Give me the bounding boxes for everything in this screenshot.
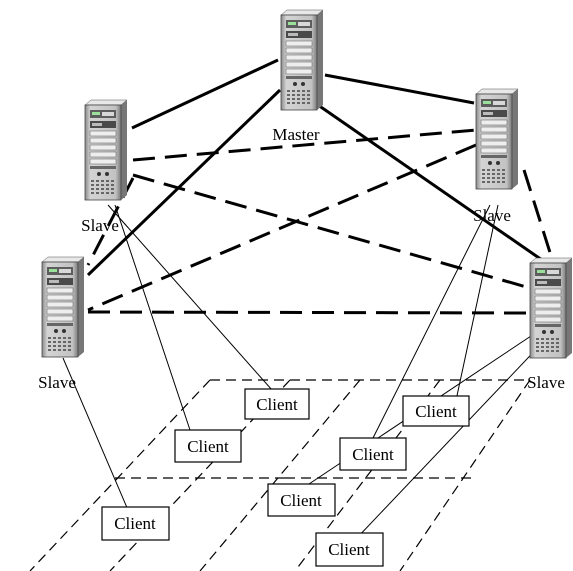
client-label: Client bbox=[280, 491, 322, 510]
slave-label-top-left: Slave bbox=[81, 216, 119, 235]
client-box: Client bbox=[315, 532, 384, 567]
client-box: Client bbox=[174, 429, 242, 463]
master-links bbox=[86, 58, 543, 277]
slave-server-left: Slave bbox=[38, 256, 85, 392]
slave-server-top-left: Slave bbox=[81, 99, 128, 235]
client-box: Client bbox=[339, 437, 407, 471]
client-plane-left bbox=[29, 379, 370, 571]
client-label: Client bbox=[352, 445, 394, 464]
client-label: Client bbox=[328, 540, 370, 559]
slave-server-right: Slave bbox=[527, 257, 573, 392]
client-box: Client bbox=[244, 388, 310, 420]
master-server: Master bbox=[272, 9, 324, 144]
client-label: Client bbox=[187, 437, 229, 456]
client-box: Client bbox=[267, 483, 336, 517]
slave-label-left: Slave bbox=[38, 373, 76, 392]
slave-server-top-right: Slave bbox=[473, 88, 519, 225]
client-label: Client bbox=[415, 402, 457, 421]
master-label: Master bbox=[272, 125, 320, 144]
client-label: Client bbox=[114, 514, 156, 533]
slave-label-right: Slave bbox=[527, 373, 565, 392]
client-box: Client bbox=[101, 506, 170, 541]
client-box: Client bbox=[402, 395, 470, 427]
client-label: Client bbox=[256, 395, 298, 414]
slave-label-top-right: Slave bbox=[473, 206, 511, 225]
